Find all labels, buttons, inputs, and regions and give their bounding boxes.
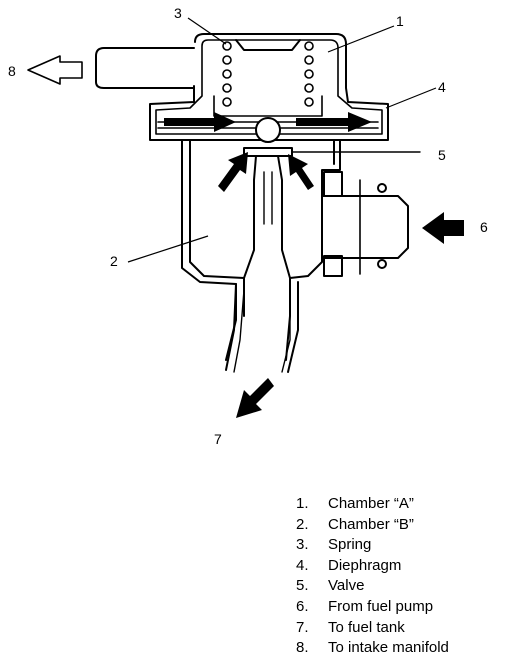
flow-arrow-up-right: [288, 154, 314, 190]
arrow-to-intake-manifold: [27, 55, 83, 85]
legend-text: To intake manifold: [328, 639, 449, 657]
callout-6: 6: [480, 219, 488, 235]
legend-number: 6.: [296, 597, 309, 615]
legend-number: 7.: [296, 618, 309, 636]
callout-1: 1: [396, 13, 404, 29]
legend-item: 4. Diephragm: [296, 556, 449, 577]
lower-housing: [181, 139, 341, 373]
upper-housing: [149, 33, 389, 141]
legend-text: From fuel pump: [328, 597, 434, 615]
legend-text: Chamber “B”: [328, 515, 414, 533]
legend-text: Diephragm: [328, 556, 402, 574]
arrow-to-fuel-tank: [236, 378, 274, 418]
legend-item: 5. Valve: [296, 576, 449, 597]
callout-5: 5: [438, 147, 446, 163]
legend-item: 2. Chamber “B”: [296, 515, 449, 536]
valve: [243, 117, 421, 157]
legend-number: 8.: [296, 639, 309, 657]
legend-item: 8. To intake manifold: [296, 638, 449, 659]
legend-item: 6. From fuel pump: [296, 597, 449, 618]
callout-4: 4: [438, 79, 446, 95]
legend-item: 1. Chamber “A”: [296, 494, 449, 515]
leader-lines: [127, 17, 437, 263]
legend-text: To fuel tank: [328, 618, 405, 636]
flow-arrow-right: [296, 112, 372, 132]
callout-3: 3: [174, 5, 182, 21]
legend-number: 4.: [296, 556, 309, 574]
legend: 1. Chamber “A” 2. Chamber “B” 3. Spring 4. D…: [296, 494, 449, 659]
arrow-from-fuel-pump: [422, 212, 464, 244]
callout-2: 2: [110, 253, 118, 269]
flow-arrow-up-left: [218, 152, 248, 192]
legend-number: 3.: [296, 536, 309, 554]
legend-text: Valve: [328, 577, 365, 595]
callout-8: 8: [8, 63, 16, 79]
legend-text: Chamber “A”: [328, 495, 414, 512]
legend-number: 5.: [296, 577, 309, 595]
flow-arrow-left: [164, 112, 236, 132]
legend-text: Spring: [328, 536, 372, 554]
spring: [222, 41, 314, 107]
legend-number: 2.: [296, 515, 309, 533]
legend-number: 1.: [296, 495, 309, 512]
flow-arrows: [164, 112, 464, 418]
callout-7: 7: [214, 431, 222, 447]
manifold-pipe: [95, 47, 195, 89]
legend-item: 3. Spring: [296, 535, 449, 556]
legend-item: 7. To fuel tank: [296, 618, 449, 639]
inlet-fitting: [321, 171, 409, 277]
